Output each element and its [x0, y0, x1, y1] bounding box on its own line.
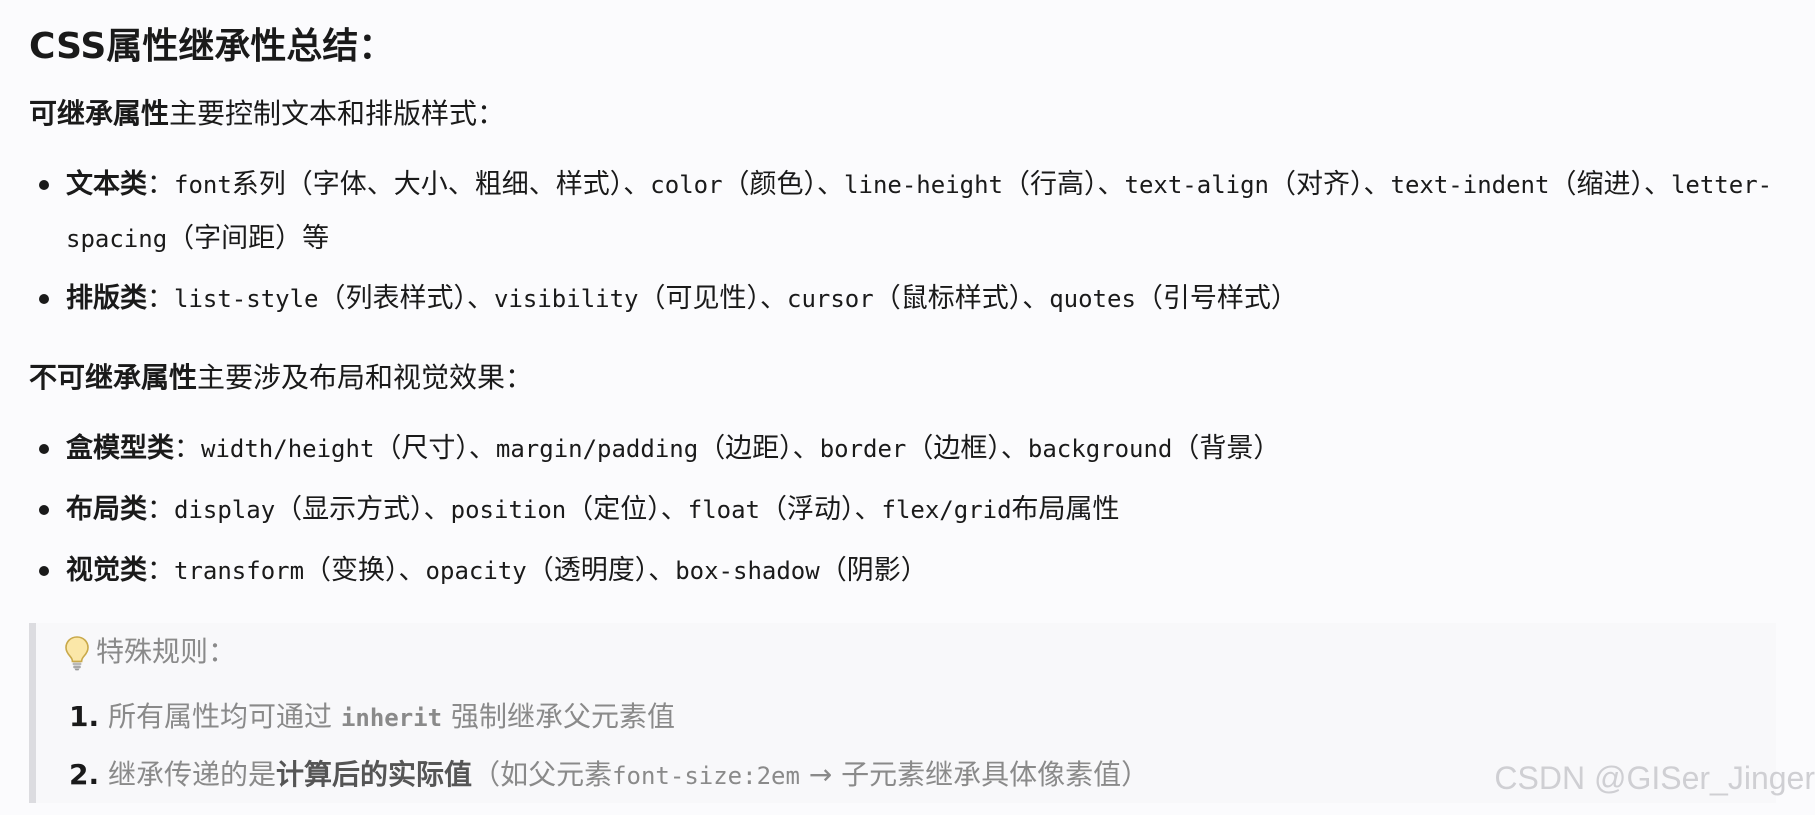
tip-rule-text: 继承传递的是	[108, 758, 277, 791]
list-item-text: （鼠标样式）、	[873, 283, 1050, 314]
list-item-layout-props: 排版类：list-style（列表样式）、visibility（可见性）、cur…	[0, 272, 1815, 326]
tip-rule-bold: 计算后的实际值	[276, 758, 473, 791]
list-item-label: 视觉类	[66, 555, 147, 586]
list-item-text: （浮动）、	[760, 494, 882, 525]
watermark: CSDN @GISer_Jinger	[1494, 760, 1815, 796]
inheritable-lead-rest: 主要控制文本和排版样式：	[169, 97, 506, 130]
list-item-label: 文本类	[66, 169, 147, 200]
lightbulb-icon	[65, 636, 89, 671]
tip-rule-number: 1.	[69, 700, 100, 733]
code-background: background	[1027, 435, 1173, 463]
list-item-visual: 视觉类：transform（变换）、opacity（透明度）、box-shado…	[0, 544, 1815, 598]
tip-rule-1: 1. 所有属性均可通过 inherit 强制继承父元素值	[69, 692, 675, 743]
non-inheritable-lead-rest: 主要涉及布局和视觉效果：	[197, 361, 534, 394]
tip-rule-text: 所有属性均可通过	[108, 700, 341, 733]
tip-rule-2: 2. 继承传递的是计算后的实际值（如父元素font-size:2em → 子元素…	[69, 750, 1149, 801]
code-flex-grid: flex/grid	[881, 496, 1012, 524]
list-item-sep: ：	[147, 169, 174, 200]
list-item-text: （透明度）、	[526, 555, 676, 586]
list-item-text-props: 文本类：font系列（字体、大小、粗细、样式）、color（颜色）、line-h…	[0, 158, 1815, 266]
list-item-sep: ：	[147, 494, 174, 525]
code-text-align: text-align	[1124, 171, 1270, 199]
list-item-label: 布局类	[66, 494, 147, 525]
tip-rule-text: （如父元素	[472, 758, 613, 791]
code-opacity: opacity	[425, 557, 527, 585]
list-item-text: （变换）、	[304, 555, 426, 586]
list-item-text: 系列（字体、大小、粗细、样式）、	[231, 169, 651, 200]
non-inheritable-intro: 不可继承属性主要涉及布局和视觉效果：	[29, 358, 533, 398]
list-item-sep: ：	[147, 283, 174, 314]
list-item-text: （字间距）等	[167, 223, 330, 254]
list-item-text: （对齐）、	[1269, 169, 1391, 200]
tip-heading: 特殊规则：	[64, 627, 236, 677]
code-transform: transform	[174, 557, 305, 585]
tip-rule-text: 强制继承父元素值	[442, 700, 675, 733]
list-item-text: （引号样式）	[1135, 283, 1298, 314]
tip-heading-text: 特殊规则：	[96, 635, 237, 668]
code-margin-padding: margin/padding	[495, 435, 699, 463]
code-font: font	[174, 171, 232, 199]
code-letter-spacing: letter-spacing	[66, 171, 1773, 253]
list-item-text: （可见性）、	[638, 283, 788, 314]
list-item-sep: ：	[147, 555, 174, 586]
list-item-layout: 布局类：display（显示方式）、position（定位）、float（浮动）…	[0, 483, 1815, 537]
code-line-height: line-height	[844, 171, 1003, 199]
list-item-label: 盒模型类	[66, 433, 174, 464]
list-item-text: （定位）、	[566, 494, 688, 525]
list-item-text: （缩进）、	[1549, 169, 1671, 200]
code-list-style: list-style	[174, 285, 319, 313]
code-width-height: width/height	[201, 435, 375, 463]
code-position: position	[450, 496, 567, 524]
list-item-text: 布局属性	[1011, 494, 1120, 525]
tip-blockquote: 特殊规则： 1. 所有属性均可通过 inherit 强制继承父元素值 2. 继承…	[29, 623, 1776, 803]
inheritable-intro: 可继承属性主要控制文本和排版样式：	[29, 94, 505, 134]
list-item-text: （颜色）、	[722, 169, 845, 200]
code-border: border	[819, 435, 907, 463]
list-item-text: （尺寸）、	[374, 433, 496, 464]
non-inheritable-list: 盒模型类：width/height（尺寸）、margin/padding（边距）…	[0, 422, 1815, 598]
inheritable-lead-bold: 可继承属性	[29, 97, 170, 130]
list-item-label: 排版类	[66, 283, 147, 314]
code-display: display	[174, 496, 276, 524]
list-item-box-model: 盒模型类：width/height（尺寸）、margin/padding（边距）…	[0, 422, 1815, 476]
list-item-text: （显示方式）、	[275, 494, 451, 525]
list-item-text: （行高）、	[1003, 169, 1125, 200]
list-item-sep: ：	[174, 433, 201, 464]
code-visibility: visibility	[494, 285, 639, 313]
list-item-text: （列表样式）、	[318, 283, 495, 314]
code-inherit: inherit	[340, 704, 443, 732]
tip-rule-number: 2.	[69, 758, 100, 791]
code-text-indent: text-indent	[1390, 171, 1550, 199]
code-box-shadow: box-shadow	[675, 557, 820, 585]
inheritable-list: 文本类：font系列（字体、大小、粗细、样式）、color（颜色）、line-h…	[0, 158, 1815, 326]
code-cursor: cursor	[787, 285, 874, 313]
code-quotes: quotes	[1049, 285, 1136, 313]
non-inheritable-lead-bold: 不可继承属性	[29, 361, 198, 394]
tip-rule-text: → 子元素继承具体像素值）	[799, 758, 1150, 791]
code-color: color	[650, 171, 723, 199]
list-item-text: （边框）、	[906, 433, 1028, 464]
section-title: CSS属性继承性总结：	[29, 26, 395, 67]
code-font-size: font-size:2em	[612, 762, 800, 790]
code-float: float	[687, 496, 760, 524]
list-item-text: （背景）	[1172, 433, 1281, 464]
list-item-text: （边距）、	[698, 433, 820, 464]
list-item-text: （阴影）	[819, 555, 928, 586]
